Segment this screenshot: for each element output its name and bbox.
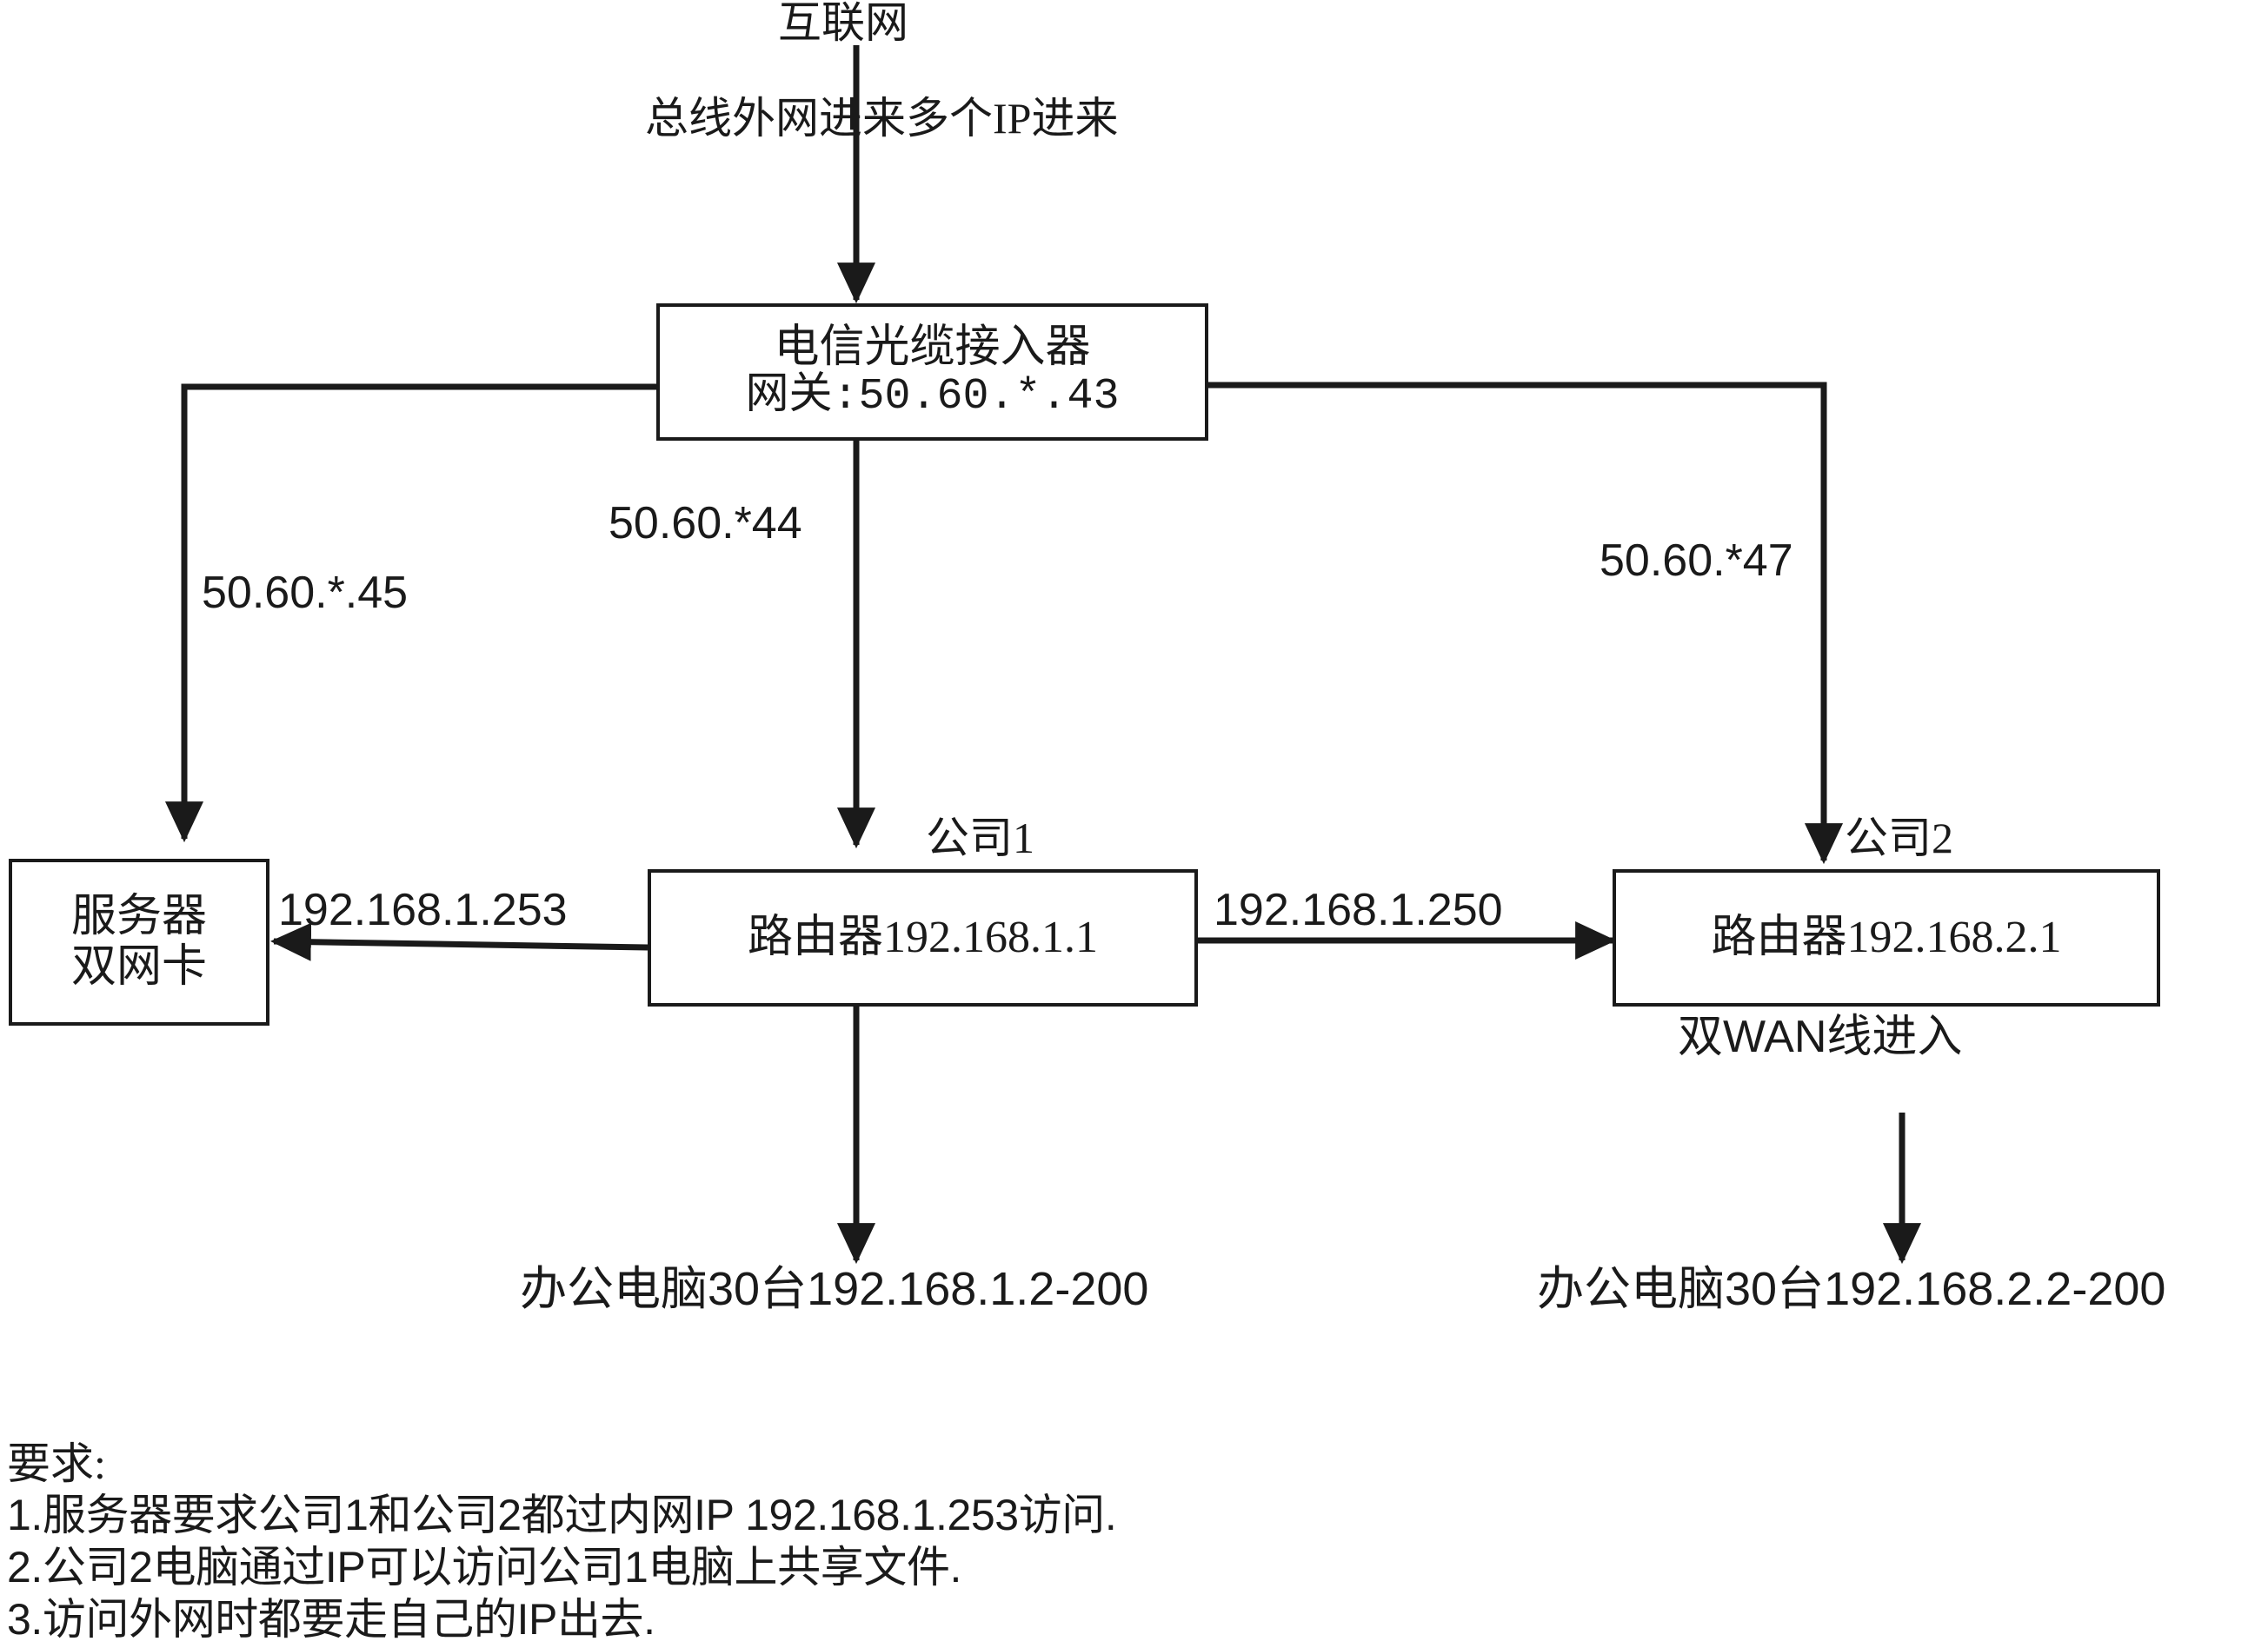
requirement-item-1: 1.服务器要求公司1和公司2都过内网IP 192.168.1.253访问. (7, 1491, 1117, 1539)
access-device-name: 电信光缆接入器 (774, 322, 1091, 372)
wire-router1-to-server (269, 922, 648, 961)
label-router-link-ip: 192.168.1.250 (1214, 885, 1503, 935)
router-2-name: 路由器192.168.2.1 (1711, 912, 2062, 962)
internet-label: 互联网 (778, 0, 908, 47)
router-1-name: 路由器192.168.1.1 (747, 912, 1098, 962)
node-telecom-access-device[interactable]: 电信光缆接入器 网关:50.60.*.43 (656, 303, 1208, 441)
label-server-lan-ip: 192.168.1.253 (278, 885, 568, 935)
access-device-gateway: 网关:50.60.*.43 (745, 372, 1120, 422)
label-dual-wan: 双WAN线进入 (1678, 1012, 1963, 1062)
top-link-label: 总线外网进来多个IP进来 (645, 94, 1119, 143)
label-wan-ip-server: 50.60.*.45 (202, 568, 409, 618)
node-router-1[interactable]: 路由器192.168.1.1 (648, 869, 1198, 1007)
requirements-block: 要求: 1.服务器要求公司1和公司2都过内网IP 192.168.1.253访问… (7, 1439, 1572, 1645)
wire-access-to-router2 (1208, 382, 1844, 865)
label-office-computers-company1: 办公电脑30台192.168.1.2-200 (520, 1263, 1149, 1315)
requirement-item-3: 3.访问外网时都要走自己的IP出去. (7, 1595, 655, 1644)
label-office-computers-company2: 办公电脑30台192.168.2.2-200 (1537, 1263, 2166, 1315)
server-nic-note: 双网卡 (70, 942, 207, 992)
node-router-2[interactable]: 路由器192.168.2.1 (1613, 869, 2160, 1007)
label-company-2: 公司2 (1845, 814, 1953, 862)
requirement-item-2: 2.公司2电脑通过IP可以访问公司1电脑上共享文件. (7, 1543, 962, 1592)
server-name: 服务器 (70, 891, 207, 941)
label-wan-ip-router1: 50.60.*44 (609, 498, 802, 548)
label-wan-ip-router2: 50.60.*47 (1600, 535, 1793, 586)
requirements-heading: 要求: (7, 1439, 106, 1488)
label-company-1: 公司1 (926, 814, 1034, 862)
node-server[interactable]: 服务器 双网卡 (9, 859, 269, 1026)
